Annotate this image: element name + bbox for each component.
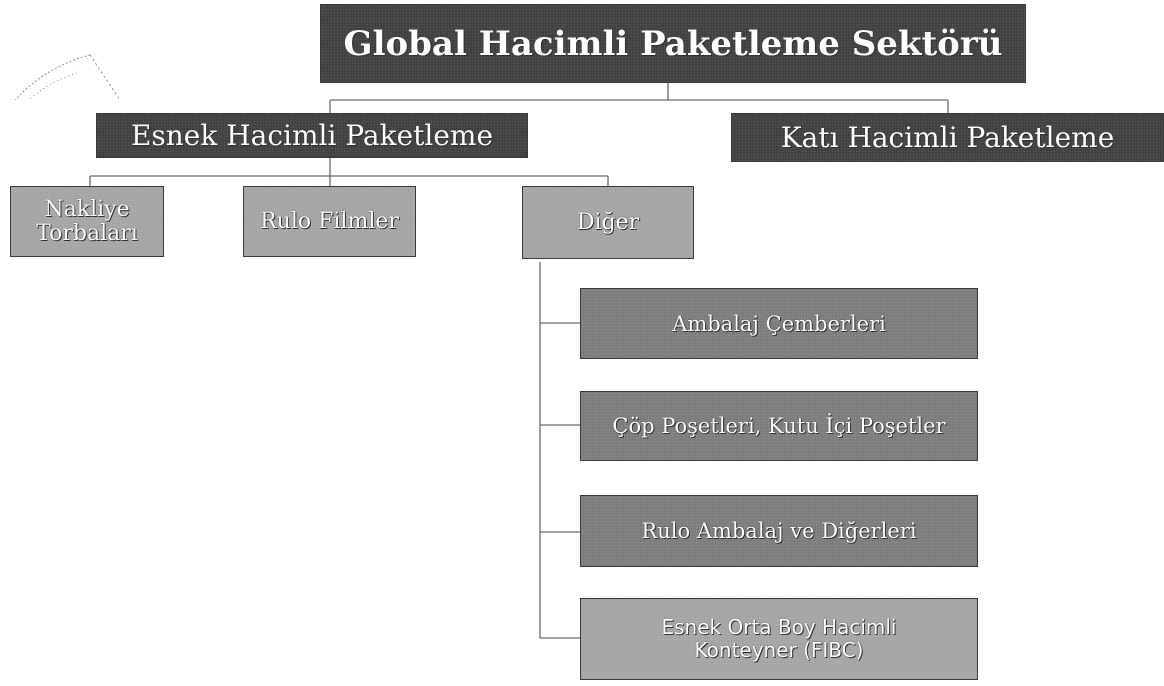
node-roll-films: Rulo Filmler [243,186,416,257]
node-strapping: Ambalaj Çemberleri [580,288,978,359]
node-other: Diğer [522,186,694,259]
node-garbage-bags-label: Çöp Poşetleri, Kutu İçi Poşetler [612,414,946,438]
root-node: Global Hacimli Paketleme Sektörü [320,4,1026,83]
node-roll-packaging: Rulo Ambalaj ve Diğerleri [580,495,978,567]
node-other-label: Diğer [576,210,640,235]
node-roll-films-label: Rulo Filmler [260,209,399,234]
node-roll-packaging-label: Rulo Ambalaj ve Diğerleri [641,519,917,543]
root-node-label: Global Hacimli Paketleme Sektörü [343,23,1003,64]
node-strapping-label: Ambalaj Çemberleri [672,311,886,336]
node-rigid-packaging-label: Katı Hacimli Paketleme [780,121,1115,154]
node-shipping-bags: Nakliye Torbaları [10,186,164,257]
node-flexible-packaging-label: Esnek Hacimli Paketleme [130,119,494,152]
node-shipping-bags-label: Nakliye Torbaları [36,197,138,246]
node-fibc: Esnek Orta Boy Hacimli Konteyner (FIBC) [580,598,978,680]
node-rigid-packaging: Katı Hacimli Paketleme [731,113,1164,162]
stamp-seal-fragment [14,54,121,100]
node-garbage-bags: Çöp Poşetleri, Kutu İçi Poşetler [580,391,978,461]
node-flexible-packaging: Esnek Hacimli Paketleme [96,113,528,158]
node-fibc-label: Esnek Orta Boy Hacimli Konteyner (FIBC) [661,615,897,662]
